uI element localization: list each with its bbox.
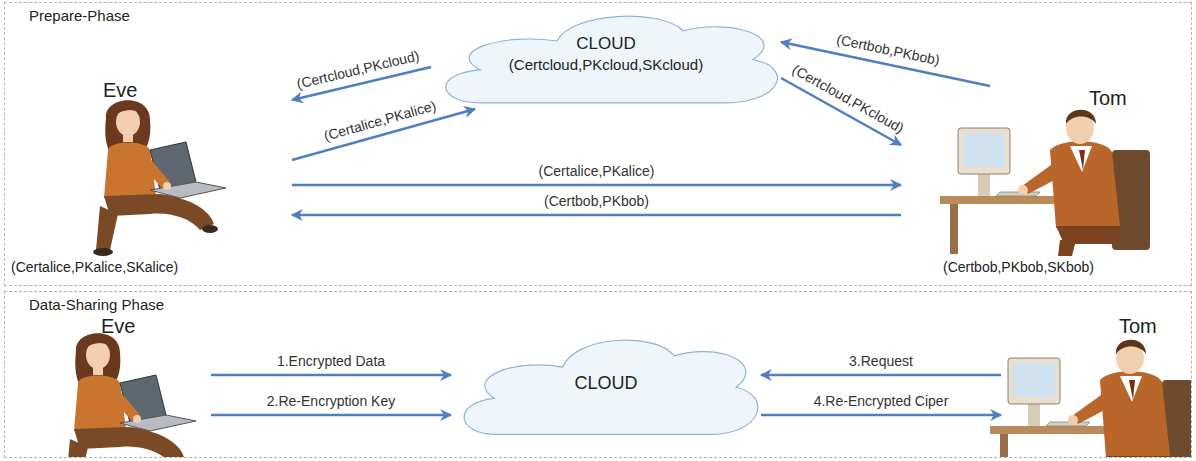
arrow-connector	[761, 414, 1001, 417]
node-name: Eve	[103, 79, 137, 102]
user-node: Tom	[1001, 313, 1189, 458]
key-tuple: (Certalice,PKalice,SKalice)	[11, 259, 178, 275]
phase-title: Data-Sharing Phase	[29, 296, 164, 313]
cloud-outline	[464, 340, 758, 434]
edge-label: 4.Re-Encrypted Ciper	[811, 393, 952, 410]
phase-panel: Prepare-PhaseCLOUD (Certcloud,PKcloud,SKc…	[4, 2, 1192, 286]
cloud-node: CLOUD (Certcloud,PKcloud,SKcloud)	[431, 6, 781, 109]
node-name: Tom	[1119, 315, 1157, 338]
edge-label: (Certbob,PKbob)	[541, 193, 652, 210]
edge-label: 3.Request	[846, 353, 916, 370]
user-figure	[990, 340, 1191, 457]
user-node: Eve	[9, 313, 211, 458]
edge-label: (Certalice,PKalice)	[536, 163, 658, 180]
arrow-connector	[292, 67, 431, 100]
user-figure	[93, 100, 226, 256]
arrow-connector	[211, 374, 451, 377]
arrow-connector	[781, 78, 901, 145]
arrow-connector	[292, 109, 475, 160]
edge-label: 1.Encrypted Data	[274, 353, 388, 370]
edge-label: (Certbob,PKbob)	[832, 31, 944, 70]
arrow-connector	[781, 42, 990, 86]
arrow-connector	[292, 184, 901, 187]
cloud-node: CLOUD	[451, 329, 761, 441]
arrow-connector	[761, 374, 1001, 377]
edge-label: (Certcloud,PKcloud)	[292, 47, 424, 94]
node-name: CLOUD	[574, 373, 637, 394]
key-tuple: (Certcloud,PKcloud,SKcloud)	[509, 56, 703, 73]
edge-label: (Certcloud,PKcloud)	[786, 60, 909, 139]
node-name: Eve	[101, 315, 135, 338]
user-node: Tom (Certbob,PKbob,SKbob)	[901, 86, 1191, 284]
arrow-connector	[211, 414, 451, 417]
user-node: Eve (Certalice,PKalice,SKalice)	[9, 79, 292, 284]
cloud-outline	[446, 16, 778, 103]
user-figure	[63, 333, 196, 457]
node-name: Tom	[1089, 87, 1127, 110]
user-figure	[940, 110, 1150, 256]
key-tuple: (Certbob,PKbob,SKbob)	[943, 259, 1094, 275]
phase-panel: Data-Sharing PhaseEveCLOUD Tom	[4, 291, 1192, 458]
arrow-connector	[292, 214, 901, 217]
edge-label: (Certalice,PKalice)	[319, 97, 441, 146]
phase-title: Prepare-Phase	[29, 7, 130, 24]
node-name: CLOUD	[576, 34, 636, 54]
edge-label: 2.Re-Encryption Key	[264, 393, 398, 410]
